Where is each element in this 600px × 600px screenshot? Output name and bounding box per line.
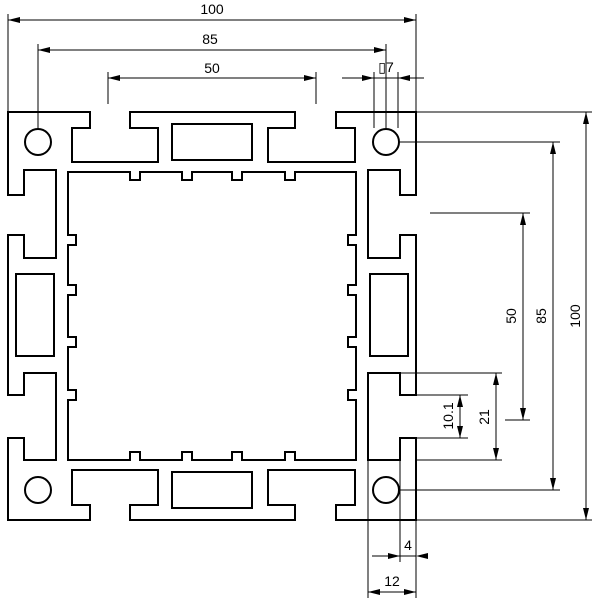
dim-label-right-50: 50 — [503, 308, 519, 324]
dim-label-bottom-12: 12 — [384, 573, 400, 589]
dim-label-right-85: 85 — [533, 308, 549, 324]
dim-label-bottom-4: 4 — [404, 537, 412, 553]
corner-hole-bottom-left — [24, 476, 52, 504]
dim-label-top-85: 85 — [202, 31, 218, 47]
core-slot-right — [369, 273, 409, 357]
dim-label-slot-7: ▯7 — [378, 59, 394, 75]
profile-section — [7, 111, 417, 521]
dim-label-right-100: 100 — [567, 304, 583, 328]
core-slot-bottom — [171, 471, 253, 509]
dimensioning: 100 85 50 ▯7 100 85 — [7, 1, 592, 598]
corner-hole-bottom-right — [372, 476, 400, 504]
corner-hole-top-right — [372, 128, 400, 156]
core-slot-top — [171, 123, 253, 161]
central-cavity — [67, 171, 357, 461]
dim-label-top-100: 100 — [200, 1, 224, 17]
dim-label-right-10-1: 10.1 — [440, 402, 456, 429]
dim-label-right-21: 21 — [476, 409, 492, 425]
core-slot-left — [15, 273, 55, 357]
dim-label-top-50: 50 — [204, 60, 220, 76]
corner-hole-top-left — [24, 128, 52, 156]
